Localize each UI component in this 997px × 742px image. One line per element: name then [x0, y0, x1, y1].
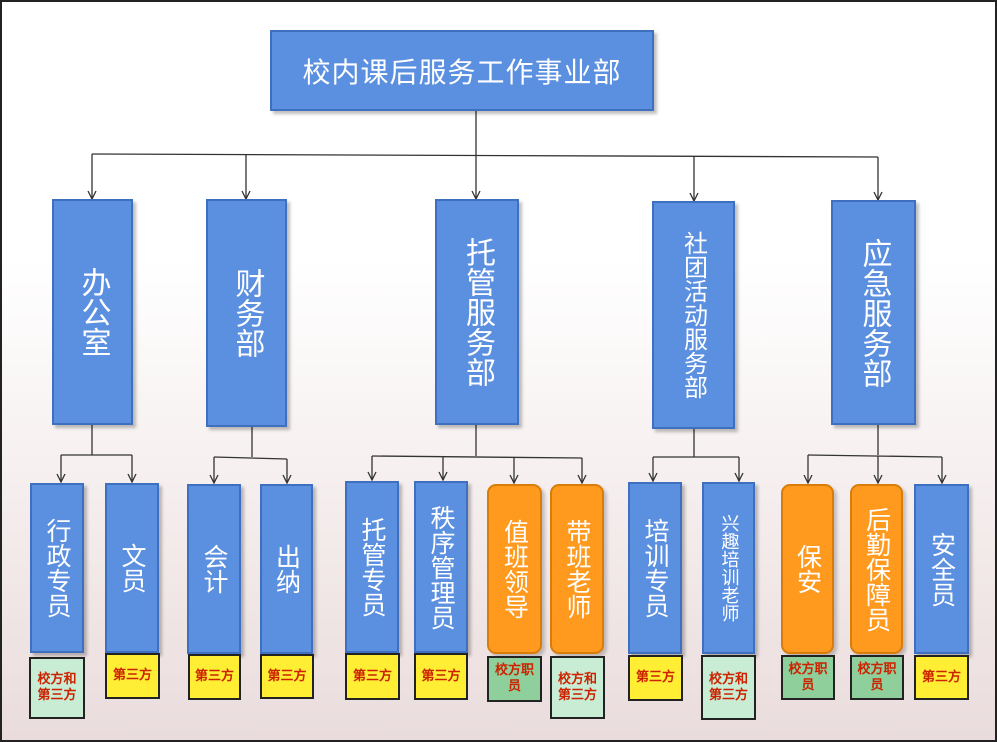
tag-security-guard: 校方职员 — [781, 655, 835, 700]
tag-accountant: 第三方 — [188, 654, 241, 700]
dept-custody-service: 托管服务部 — [435, 199, 519, 425]
dept-label: 社团活动服务部 — [679, 231, 708, 399]
dept-club-activity-service: 社团活动服务部 — [652, 201, 735, 429]
root-box: 校内课后服务工作事业部 — [270, 30, 654, 111]
staff-class-teacher: 带班老师 — [550, 484, 604, 654]
tag-cashier: 第三方 — [260, 654, 314, 699]
staff-training-officer: 培训专员 — [628, 482, 682, 654]
tag-training-officer: 第三方 — [628, 655, 683, 701]
staff-admin-officer: 行政专员 — [30, 483, 84, 653]
tag-class-teacher: 校方和第三方 — [550, 656, 605, 719]
dept-office: 办公室 — [52, 199, 133, 425]
tag-order-manager: 第三方 — [414, 653, 468, 700]
dept-finance: 财务部 — [206, 199, 287, 427]
staff-label: 兴趣培训老师 — [718, 514, 740, 622]
tag-admin-officer: 校方和第三方 — [29, 657, 85, 719]
staff-label: 文员 — [118, 543, 147, 593]
dept-label: 应急服务部 — [856, 237, 892, 388]
staff-label: 行政专员 — [43, 518, 72, 618]
staff-safety-officer: 安全员 — [914, 484, 969, 654]
root-title: 校内课后服务工作事业部 — [302, 55, 622, 89]
staff-label: 保安 — [793, 544, 823, 594]
staff-label: 带班老师 — [563, 519, 592, 619]
staff-label: 出纳 — [272, 544, 302, 594]
staff-label: 会计 — [200, 544, 229, 594]
staff-label: 培训专员 — [641, 518, 670, 618]
staff-cashier: 出纳 — [260, 484, 313, 654]
tag-logistics-officer: 校方职员 — [850, 655, 904, 700]
staff-clerk: 文员 — [105, 483, 159, 653]
staff-order-manager: 秩序管理员 — [414, 481, 468, 653]
tag-clerk: 第三方 — [105, 653, 160, 699]
tag-custody-officer: 第三方 — [345, 653, 400, 700]
staff-label: 值班领导 — [500, 519, 530, 619]
staff-interest-training-teacher: 兴趣培训老师 — [702, 482, 755, 654]
staff-label: 安全员 — [927, 531, 957, 607]
staff-logistics-officer: 后勤保障员 — [850, 484, 903, 654]
staff-accountant: 会计 — [187, 484, 241, 654]
dept-bus — [91, 153, 879, 158]
dept-label: 财务部 — [229, 268, 265, 358]
tag-duty-leader: 校方职员 — [487, 656, 542, 702]
dept-emergency-service: 应急服务部 — [831, 200, 916, 425]
tag-safety-officer: 第三方 — [914, 655, 969, 700]
dept-label: 办公室 — [75, 267, 111, 357]
staff-label: 后勤保障员 — [862, 506, 892, 632]
staff-label: 托管专员 — [358, 517, 387, 617]
tag-interest-training-teacher: 校方和第三方 — [701, 655, 756, 720]
staff-label: 秩序管理员 — [427, 504, 456, 630]
staff-security-guard: 保安 — [781, 484, 834, 654]
staff-duty-leader: 值班领导 — [487, 484, 542, 654]
dept-label: 托管服务部 — [460, 237, 495, 387]
staff-custody-officer: 托管专员 — [345, 481, 399, 653]
